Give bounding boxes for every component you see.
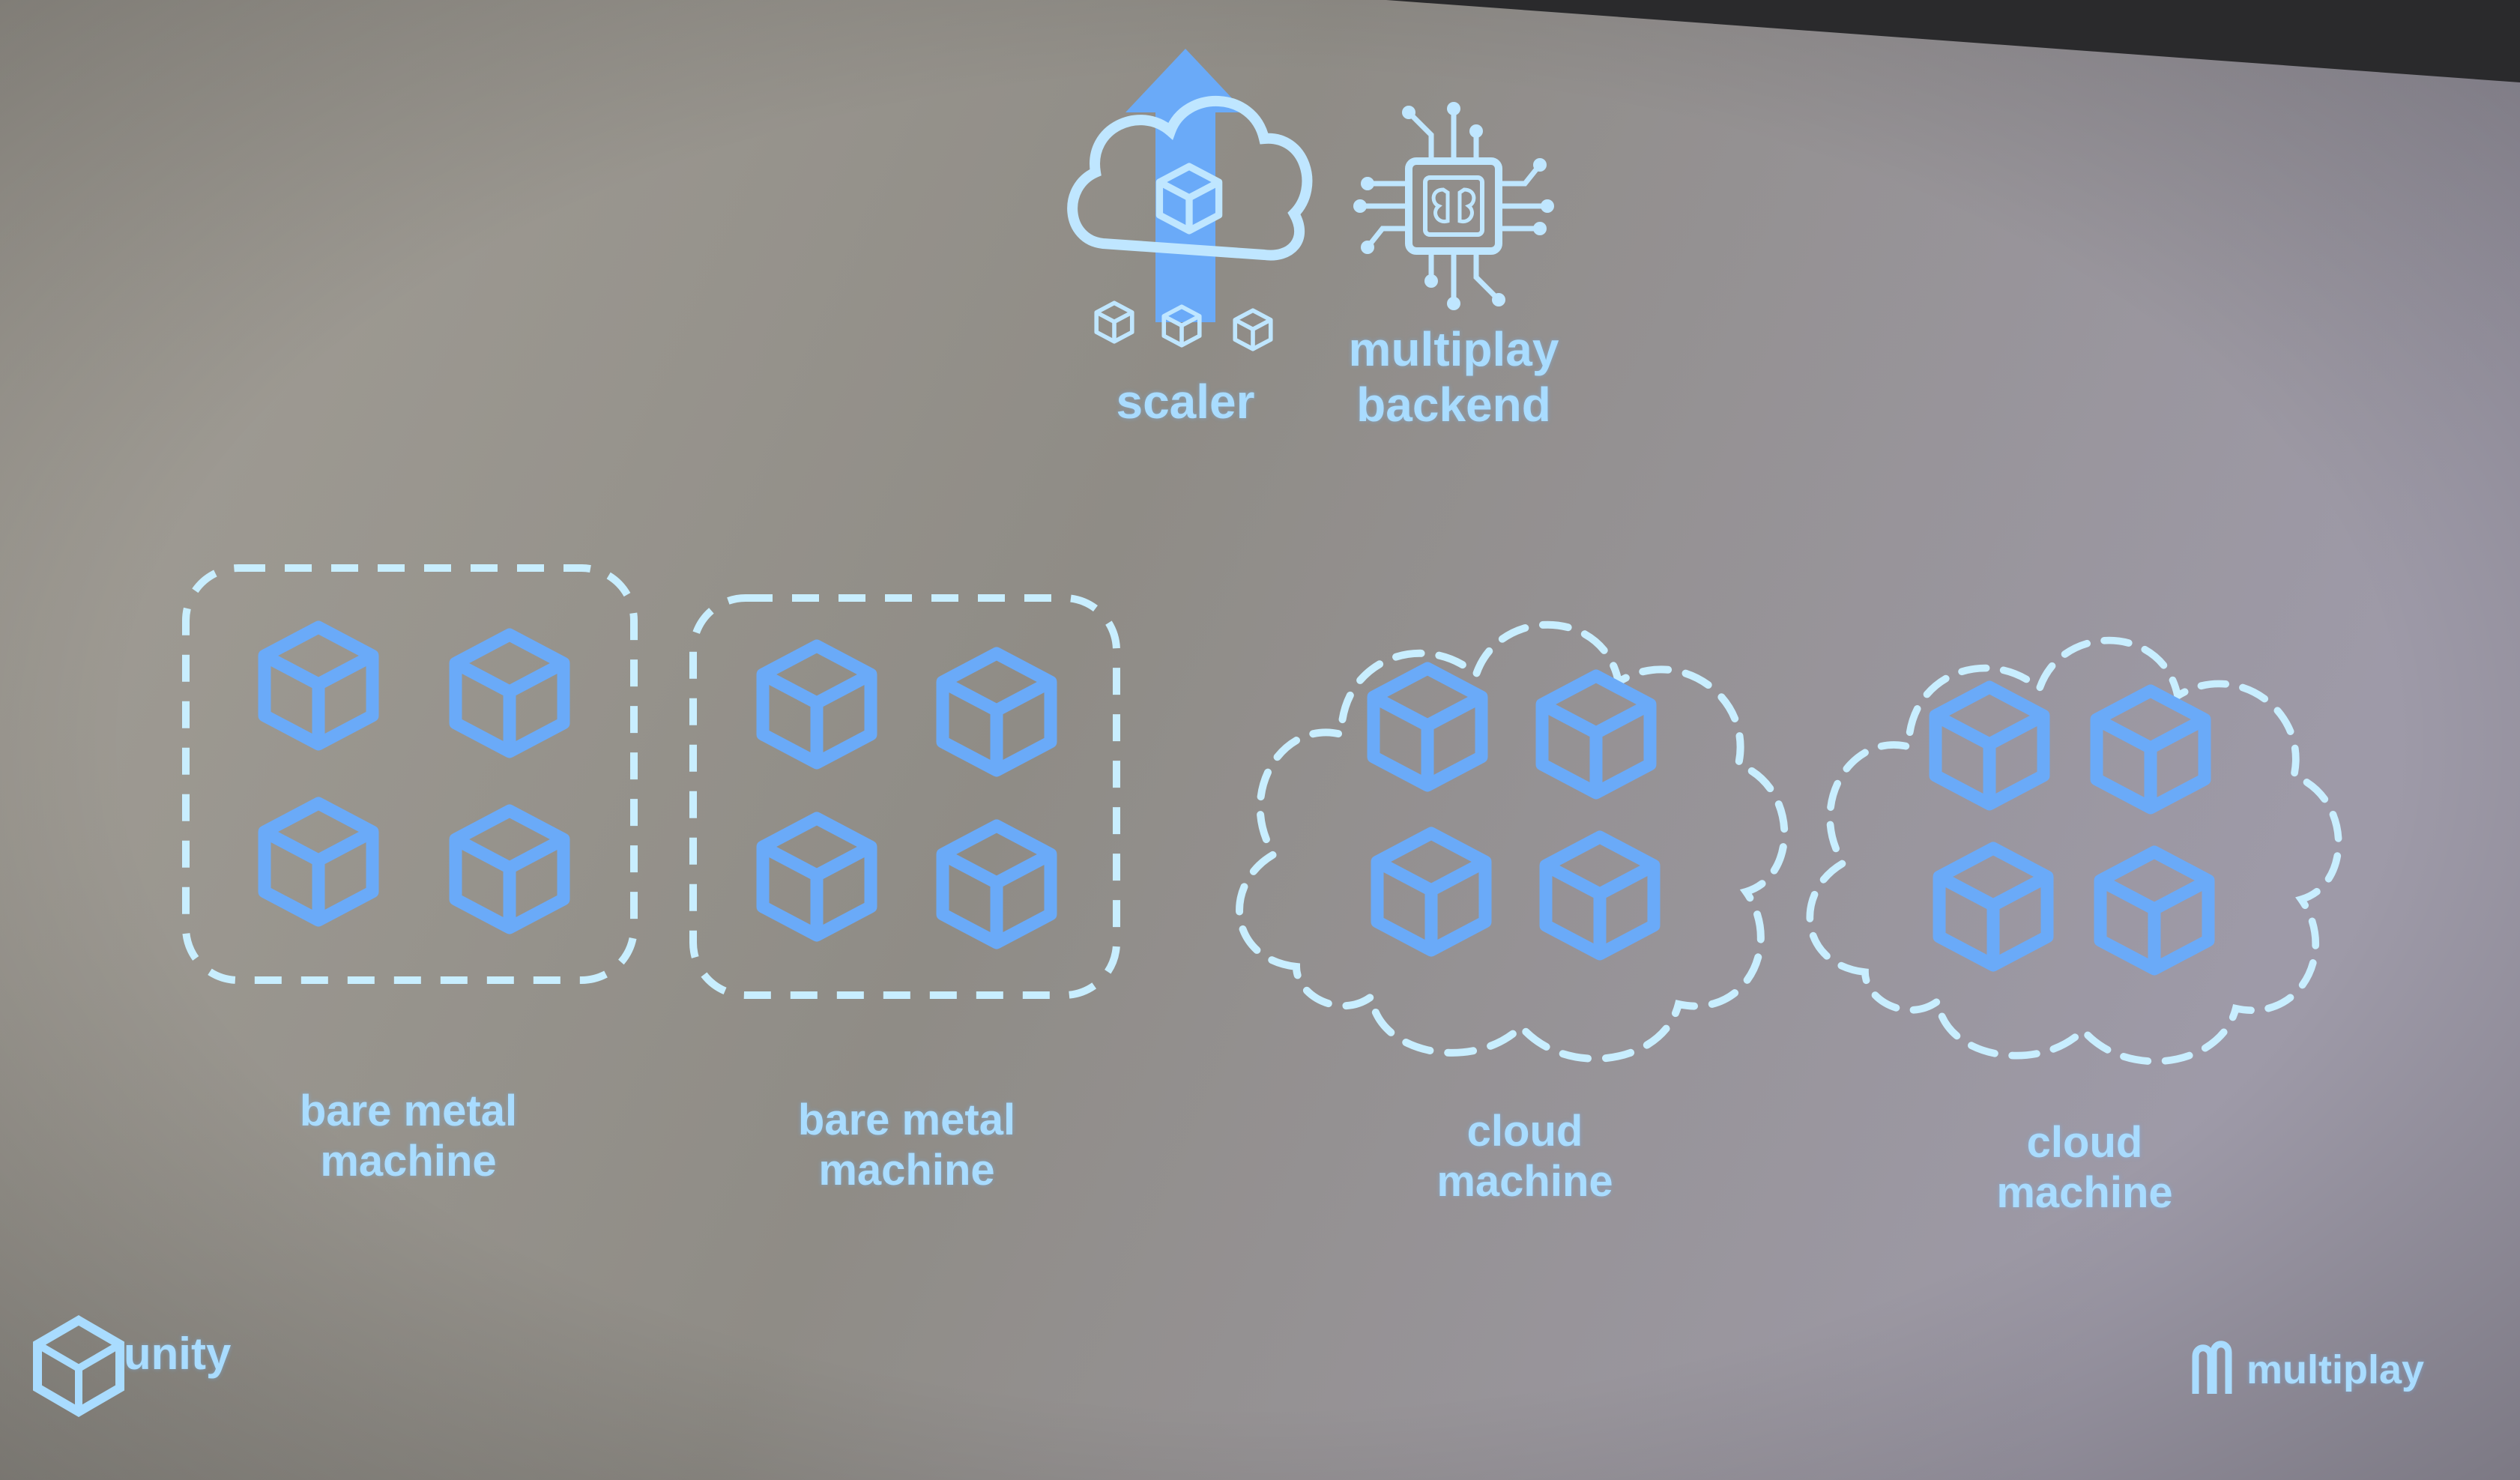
unity-logo-icon [33,1315,124,1417]
bare-metal-machine-2 [689,594,1120,999]
machine-label-3: cloud machine [1436,1107,1613,1206]
machine-label-2: bare metal machine [797,1096,1016,1194]
machine-boundary [182,564,638,984]
cloud-scale-up-icon [1067,49,1313,349]
screen-edge [1386,0,2520,82]
backend-label: multiplay backend [1348,322,1559,432]
chip-brain-icon [1353,102,1554,310]
multiplay-logo-text: multiplay [2246,1347,2425,1392]
machine-label-4: cloud machine [1996,1118,2173,1217]
unity-logo-text: unity [124,1329,232,1379]
multiplay-logo-icon [2192,1341,2232,1394]
scaler-label: scaler [1116,375,1255,429]
bare-metal-machine-1 [182,564,638,984]
machine-boundary [689,594,1120,999]
machine-label-1: bare metal machine [299,1087,518,1185]
